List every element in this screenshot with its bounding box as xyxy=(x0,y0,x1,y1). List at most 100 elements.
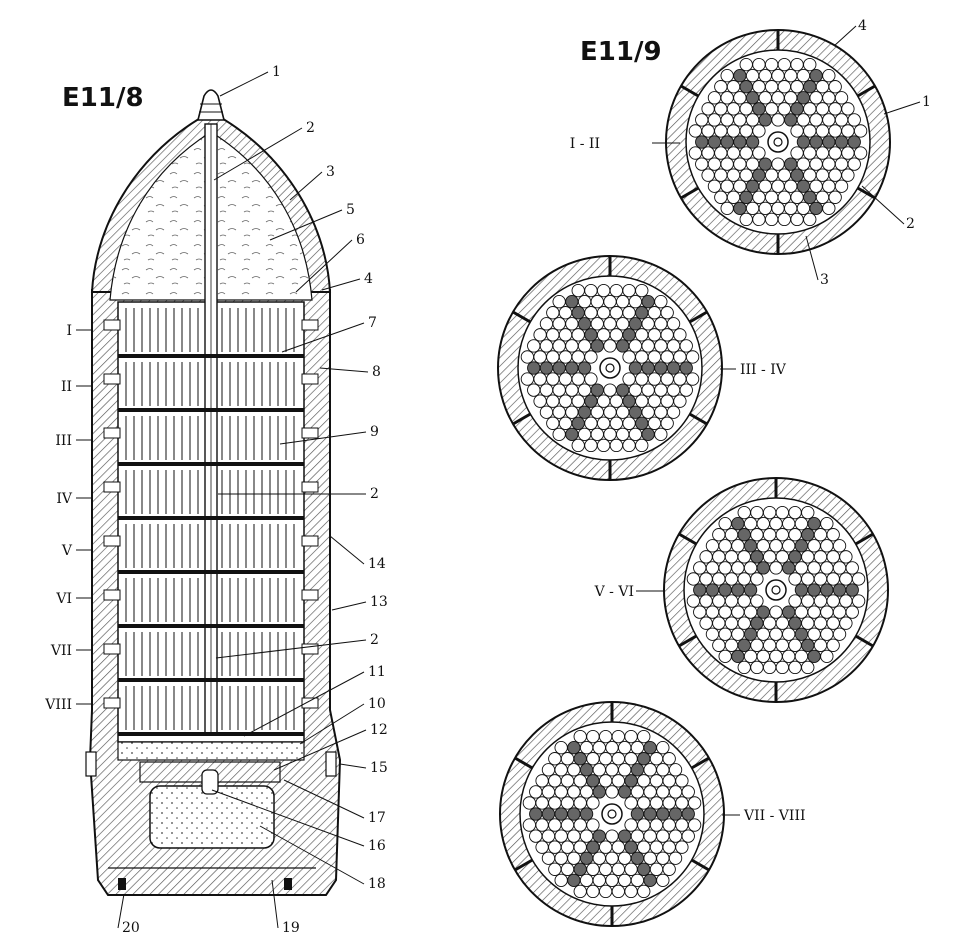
bomblet xyxy=(707,113,722,127)
bomblet xyxy=(560,796,575,810)
bomblet xyxy=(605,763,619,777)
bomblet xyxy=(637,729,651,744)
wall-tab-right xyxy=(301,535,319,547)
bomblet xyxy=(796,179,811,193)
shell-rib xyxy=(512,412,532,426)
bomblet xyxy=(726,190,741,204)
bomblet xyxy=(756,539,770,553)
bomblet xyxy=(771,179,785,193)
bomblet xyxy=(845,605,859,619)
bomblet xyxy=(586,796,600,810)
bomblet xyxy=(541,807,556,821)
bomblet xyxy=(554,829,568,843)
bomblet xyxy=(731,517,745,531)
bomblet xyxy=(647,372,662,386)
callout-number: 18 xyxy=(368,876,386,892)
callout-leader xyxy=(259,825,365,885)
shell-rib xyxy=(678,634,698,648)
bomblet xyxy=(745,69,760,83)
bomblet xyxy=(790,57,804,72)
bomblet xyxy=(731,627,745,641)
callout-leader xyxy=(329,535,365,565)
bomblet xyxy=(560,752,575,766)
bomblet xyxy=(611,774,626,788)
bomblet xyxy=(790,190,804,204)
bomblet xyxy=(739,146,753,160)
layer-divider xyxy=(118,462,304,466)
bomblet xyxy=(628,295,643,309)
bomblet xyxy=(794,605,809,619)
callout-leader xyxy=(833,25,857,47)
bomblet xyxy=(554,785,568,799)
bomblet xyxy=(666,383,681,397)
callout-leader xyxy=(271,879,279,929)
bomblet xyxy=(628,383,643,397)
bomblet xyxy=(552,427,566,441)
layer-divider xyxy=(118,408,304,412)
bomblet xyxy=(592,741,606,755)
bomblet xyxy=(622,328,636,342)
center-hub-core xyxy=(773,137,783,147)
bomblet xyxy=(718,539,732,553)
bomblet xyxy=(790,102,804,116)
bomblet xyxy=(558,306,573,320)
bomblet xyxy=(758,91,772,105)
bomblet xyxy=(567,851,581,865)
bomblet xyxy=(643,807,657,821)
bomblet xyxy=(796,201,811,215)
figure-title-right: E11/9 xyxy=(580,37,662,67)
bomblet xyxy=(834,91,849,105)
bomblet xyxy=(546,394,560,408)
bomblet xyxy=(845,561,859,575)
bomblet xyxy=(590,405,604,419)
bomblet xyxy=(752,146,766,160)
bomblet xyxy=(605,829,619,843)
bomblet xyxy=(714,146,728,160)
bomblet xyxy=(546,350,560,364)
bomblet xyxy=(790,146,804,160)
bomblet xyxy=(714,80,728,94)
bomblet xyxy=(603,295,617,309)
bomblet xyxy=(529,829,543,843)
bomblet xyxy=(622,438,636,453)
bomblet xyxy=(628,317,643,331)
bomblet xyxy=(777,212,792,227)
bomblet xyxy=(656,741,670,755)
bomblet xyxy=(731,649,745,663)
bomblet xyxy=(720,201,734,215)
bomblet xyxy=(750,616,764,630)
bomblet xyxy=(764,57,779,72)
callout-number: 8 xyxy=(372,364,381,380)
bomblet xyxy=(822,179,836,193)
bomblet xyxy=(554,741,568,755)
bomblet xyxy=(745,179,760,193)
bomblet xyxy=(603,339,617,353)
bomblet xyxy=(675,774,689,788)
bomblet xyxy=(541,785,556,799)
bomblet xyxy=(707,179,722,193)
bomblet xyxy=(673,372,687,386)
shell-rib xyxy=(856,84,876,98)
bomblet xyxy=(641,339,655,353)
bomblet xyxy=(643,851,657,865)
bomblet xyxy=(790,80,804,94)
bomblet xyxy=(596,416,611,430)
bomblet xyxy=(750,572,764,586)
bomblet xyxy=(822,113,836,127)
bomblet xyxy=(552,295,566,309)
bomblet xyxy=(573,818,587,832)
bomblet xyxy=(724,550,739,564)
bomblet xyxy=(764,212,779,227)
callout-leader xyxy=(295,239,353,293)
bomblet xyxy=(771,113,785,127)
bomblet xyxy=(548,818,562,832)
bomblet xyxy=(803,57,817,72)
bomblet xyxy=(630,763,645,777)
bomblet xyxy=(584,416,598,430)
bomblet xyxy=(535,796,549,810)
bomblet xyxy=(565,405,579,419)
bomblet xyxy=(726,102,741,116)
bomblet xyxy=(699,550,713,564)
bomblet xyxy=(609,416,624,430)
